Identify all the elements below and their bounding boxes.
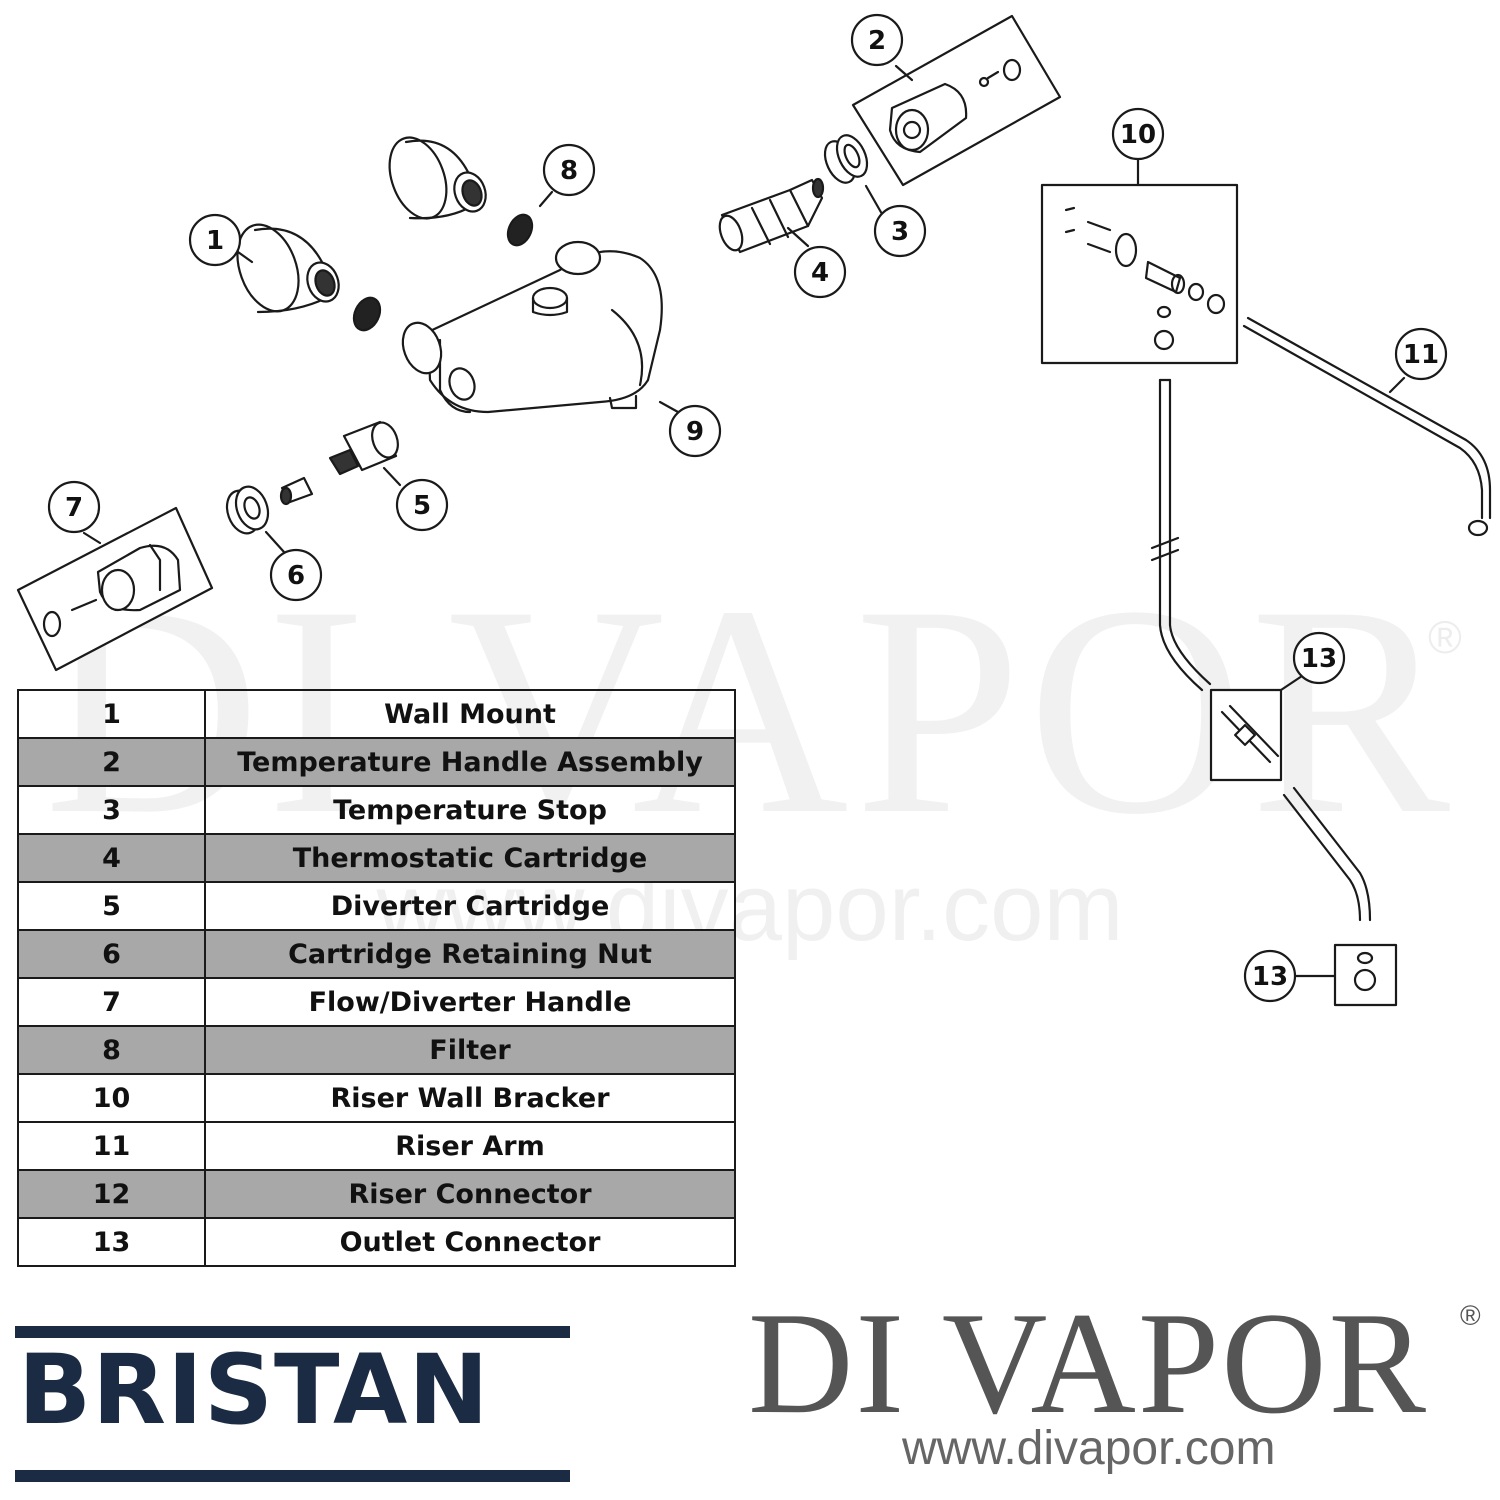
part-number-cell: 8 (17, 1025, 206, 1075)
part-number-cell: 13 (17, 1217, 206, 1267)
svg-text:4: 4 (811, 258, 829, 288)
callout-leaders (82, 64, 1406, 978)
callout-9: 9 (668, 404, 722, 458)
part-name-cell: Outlet Connector (204, 1217, 736, 1267)
part-name-cell: Riser Wall Bracker (204, 1073, 736, 1123)
svg-text:6: 6 (287, 561, 305, 591)
bristan-logo: BRISTAN (18, 1334, 490, 1446)
part-number-cell: 4 (17, 833, 206, 883)
svg-text:9: 9 (686, 417, 704, 447)
callout-2: 2 (850, 13, 904, 67)
riser-rail (1150, 378, 1212, 692)
part-number-cell: 10 (17, 1073, 206, 1123)
divapor-registered-mark: ® (1460, 1300, 1481, 1331)
callout-5: 5 (395, 478, 449, 532)
part-riser-arm-11 (1242, 316, 1492, 537)
bristan-top-bar (15, 1326, 570, 1338)
callout-7: 7 (47, 480, 101, 534)
svg-text:3: 3 (891, 217, 909, 247)
part-temperature-stop-3 (823, 134, 869, 184)
callout-1: 1 (188, 213, 242, 267)
part-name-cell: Temperature Handle Assembly (204, 737, 736, 787)
part-number-cell: 1 (17, 689, 206, 739)
part-diverter-cartridge-5 (328, 420, 399, 476)
callout-4: 4 (793, 245, 847, 299)
part-number-cell: 7 (17, 977, 206, 1027)
svg-text:5: 5 (413, 491, 431, 521)
callout-3: 3 (873, 204, 927, 258)
part-wall-mount-1 (236, 223, 340, 314)
part-temperature-handle-assembly-2 (851, 14, 1062, 187)
part-number-cell: 6 (17, 929, 206, 979)
part-number-cell: 12 (17, 1169, 206, 1219)
callout-11: 11 (1394, 327, 1448, 381)
watermark-registered-mark: ® (1428, 611, 1462, 663)
part-name-cell: Filter (204, 1025, 736, 1075)
svg-text:10: 10 (1120, 120, 1156, 150)
part-valve-body-9 (401, 240, 663, 414)
part-diverter-spindle (279, 476, 314, 506)
part-name-cell: Wall Mount (204, 689, 736, 739)
part-thermostatic-cartridge-4 (718, 177, 825, 254)
part-number-cell: 11 (17, 1121, 206, 1171)
part-riser-wall-bracket-10 (1040, 183, 1239, 365)
part-name-cell: Temperature Stop (204, 785, 736, 835)
part-filter-8 (506, 213, 534, 247)
part-wall-mount-upper (388, 136, 487, 220)
svg-text:11: 11 (1403, 340, 1439, 370)
part-retaining-nut-6 (225, 485, 270, 535)
part-number-cell: 5 (17, 881, 206, 931)
part-name-cell: Cartridge Retaining Nut (204, 929, 736, 979)
callout-6: 6 (269, 548, 323, 602)
callout-10: 10 (1111, 107, 1165, 161)
part-name-cell: Diverter Cartridge (204, 881, 736, 931)
callout-13-lower: 13 (1243, 949, 1297, 1003)
callout-8: 8 (542, 143, 596, 197)
part-number-cell: 2 (17, 737, 206, 787)
svg-text:1: 1 (206, 226, 224, 256)
svg-text:13: 13 (1301, 644, 1337, 674)
divapor-logo: DI VAPOR (748, 1282, 1428, 1444)
part-name-cell: Riser Arm (204, 1121, 736, 1171)
divapor-url: www.divapor.com (902, 1422, 1276, 1475)
part-washer-1 (352, 296, 382, 332)
part-flow-diverter-handle-7 (16, 506, 214, 672)
svg-text:2: 2 (868, 26, 886, 56)
part-name-cell: Flow/Diverter Handle (204, 977, 736, 1027)
part-outlet-connector-13a (1209, 688, 1283, 782)
part-number-cell: 3 (17, 785, 206, 835)
callout-13-upper: 13 (1292, 631, 1346, 685)
part-name-cell: Thermostatic Cartridge (204, 833, 736, 883)
part-name-cell: Riser Connector (204, 1169, 736, 1219)
svg-text:7: 7 (65, 493, 83, 523)
svg-text:8: 8 (560, 156, 578, 186)
outlet-hose (1282, 786, 1372, 922)
part-outlet-connector-13b (1333, 943, 1398, 1007)
svg-text:13: 13 (1252, 962, 1288, 992)
bristan-bottom-bar (15, 1470, 570, 1482)
